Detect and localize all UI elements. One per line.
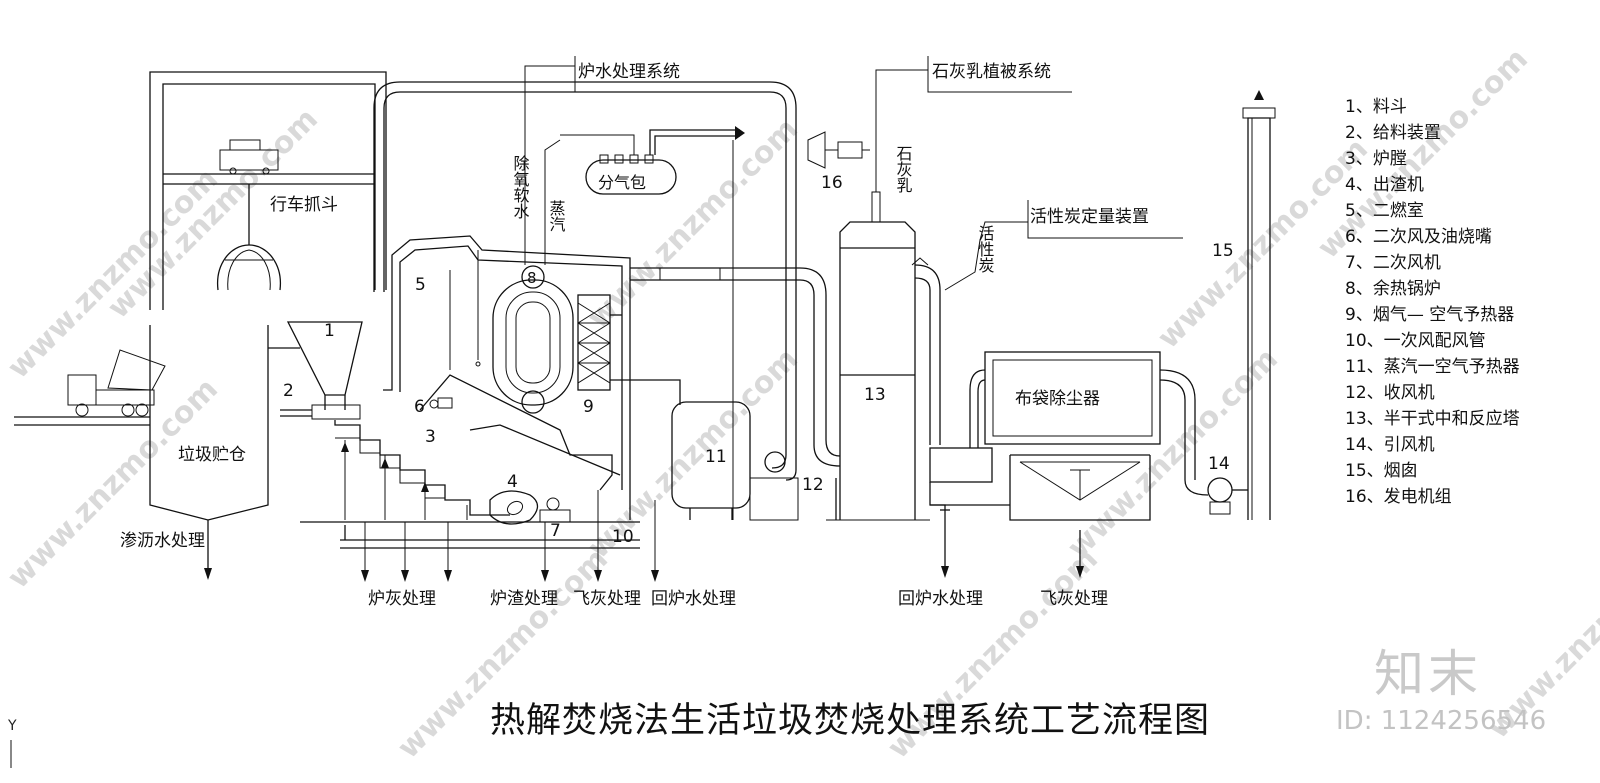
- outlet-label: 回炉水处理: [898, 589, 983, 609]
- slag-extractor: [489, 490, 571, 525]
- label-steam: 蒸汽: [547, 200, 566, 232]
- legend-item: 10、一次风配风管: [1345, 331, 1486, 351]
- callout-carbon-dosing: 活性炭定量装置: [1030, 207, 1149, 227]
- number-tag: 10: [612, 527, 634, 547]
- storage-bin-label: 垃圾贮仓: [178, 445, 246, 465]
- bag-filter-label: 布袋除尘器: [1015, 389, 1100, 409]
- watermark-id: ID: 1124256546: [1336, 706, 1547, 736]
- callouts: 炉水处理系统 石灰乳植被系统 活性炭定量装置 分气包 布袋除尘器 行车抓斗 垃圾…: [120, 56, 1183, 551]
- legend-item: 14、引风机: [1345, 435, 1435, 455]
- legend-item: 12、收风机: [1345, 383, 1435, 403]
- number-tag: 7: [550, 521, 561, 541]
- number-tag: 3: [425, 427, 436, 447]
- legend-item: 1、料斗: [1345, 97, 1407, 117]
- outlet-label: 炉灰处理: [368, 589, 436, 609]
- watermark-brand: 知末: [1374, 645, 1482, 703]
- number-tag: 12: [802, 475, 824, 495]
- number-tag: 4: [507, 472, 518, 492]
- ash-outlets: [340, 440, 659, 582]
- legend-item: 16、发电机组: [1345, 487, 1452, 507]
- number-tag: 14: [1208, 454, 1230, 474]
- air-preheater: [577, 294, 611, 391]
- legend: 1、料斗 2、给料装置 3、炉膛 4、出渣机 5、二燃室 6、二次风及油烧嘴 7…: [1345, 94, 1520, 510]
- outlet-label: 回炉水处理: [651, 589, 736, 609]
- outlet-label: 飞灰处理: [1040, 589, 1108, 609]
- legend-item: 3、炉膛: [1345, 149, 1407, 169]
- legend-item: 13、半干式中和反应塔: [1345, 409, 1520, 429]
- label-lime-milk: 石灰乳: [894, 145, 913, 193]
- number-tag: 13: [864, 385, 886, 405]
- callout-lime-milk-system: 石灰乳植被系统: [932, 62, 1051, 82]
- waste-heat-boiler: [492, 265, 574, 414]
- diagram-title: 热解焚烧法生活垃圾焚烧处理系统工艺流程图: [490, 701, 1211, 741]
- outlet-labels: 炉灰处理 炉渣处理 飞灰处理 回炉水处理 回炉水处理 飞灰处理: [368, 589, 1108, 609]
- number-tag: 6: [414, 397, 425, 417]
- outlet-label: 飞灰处理: [573, 589, 641, 609]
- number-tag: 1: [324, 321, 335, 341]
- bag-filter: [929, 351, 1196, 578]
- legend-item: 8、余热锅炉: [1345, 279, 1441, 299]
- top-flue-pipe: [373, 65, 797, 520]
- number-tag: 5: [415, 275, 426, 295]
- reaction-tower: [826, 69, 1028, 578]
- label-activated-carbon: 活性炭: [976, 225, 995, 273]
- number-tag: 15: [1212, 241, 1234, 261]
- number-tag: 11: [705, 447, 727, 467]
- legend-item: 4、出渣机: [1345, 175, 1424, 195]
- legend-item: 9、烟气— 空气予热器: [1345, 305, 1515, 325]
- watermark-text: www.znzmo.com: [1061, 342, 1285, 566]
- legend-item: 5、二燃室: [1345, 201, 1424, 221]
- legend-item: 6、二次风及油烧嘴: [1345, 227, 1492, 247]
- leachate-label: 渗沥水处理: [120, 531, 205, 551]
- number-tag: 2: [283, 381, 294, 401]
- flue-duct: [610, 267, 841, 467]
- legend-item: 11、蒸汽一空气予热器: [1345, 357, 1520, 377]
- callout-boiler-water: 炉水处理系统: [578, 62, 680, 82]
- watermark-text: www.znzmo.com: [581, 112, 805, 336]
- number-tag: 16: [821, 173, 843, 193]
- fan-and-chimney: [1184, 90, 1276, 520]
- pipe-labels: 除氧软水 蒸汽 石灰乳 活性炭: [511, 145, 995, 273]
- number-tag: 8: [527, 269, 537, 287]
- legend-item: 2、给料装置: [1345, 123, 1441, 143]
- label-deoxy-water: 除氧软水: [511, 155, 530, 219]
- watermark-text: www.znzmo.com: [1, 162, 225, 386]
- outlet-label: 炉渣处理: [490, 589, 558, 609]
- storage-building: [14, 71, 387, 580]
- axis-label: Y: [8, 718, 17, 734]
- number-tag: 9: [583, 397, 594, 417]
- legend-item: 15、烟囱: [1345, 461, 1418, 481]
- crane-grab-label: 行车抓斗: [270, 195, 338, 215]
- steam-air-preheater: [671, 401, 799, 521]
- steam-drum-label: 分气包: [598, 173, 646, 192]
- legend-item: 7、二次风机: [1345, 253, 1441, 273]
- furnace: [300, 235, 640, 523]
- steam-header-and-generator: [560, 126, 870, 195]
- crane-grab: [216, 139, 282, 291]
- equipment-numbers: 1 2 3 4 5 6 7 8 9 10 11 12 13 14 15 16: [283, 173, 1234, 547]
- dump-truck: [67, 349, 166, 417]
- feed-hopper: [280, 321, 363, 420]
